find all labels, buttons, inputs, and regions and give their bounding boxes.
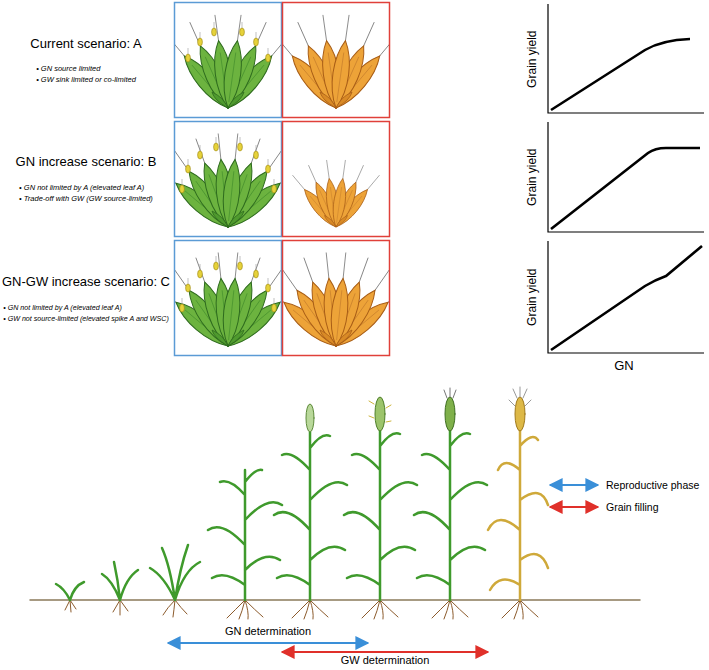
axis-label: Grain yield [526,148,540,205]
yield-charts [548,4,704,353]
bullet-note: • Trade-off with GW (GW source-limited) [19,194,153,203]
bullet-note: • GW not source-limited (elevated spike … [3,315,169,324]
bullet-note: • GN source limited [36,64,100,73]
phase-label: GN determination [225,625,311,638]
axis-label: GN [614,358,634,374]
axis-label: Grain yield [526,30,540,87]
legend-text: Reproductive phase [606,479,699,492]
legend-arrow [550,506,598,508]
scenario-title: GN-GW increase scenario: C [2,274,170,290]
bullet-note: • GN not limited by A (elevated leaf A) [19,183,144,192]
spikelet-panels [151,3,413,356]
phase-label: GW determination [341,654,430,667]
plant-growth-illustration [30,387,640,619]
scenario-title: Current scenario: A [30,36,141,52]
legend-text: Grain filling [606,501,659,514]
legend-swatches [550,485,598,507]
bullet-note: • GW sink limited or co-limited [36,75,136,84]
bullet-note: • GN not limited by A (elevated leaf A) [3,304,122,313]
axis-label: Grain yield [526,268,540,325]
legend-arrow [550,484,598,486]
phase-arrows [168,643,488,652]
scenario-title: GN increase scenario: B [16,154,157,170]
